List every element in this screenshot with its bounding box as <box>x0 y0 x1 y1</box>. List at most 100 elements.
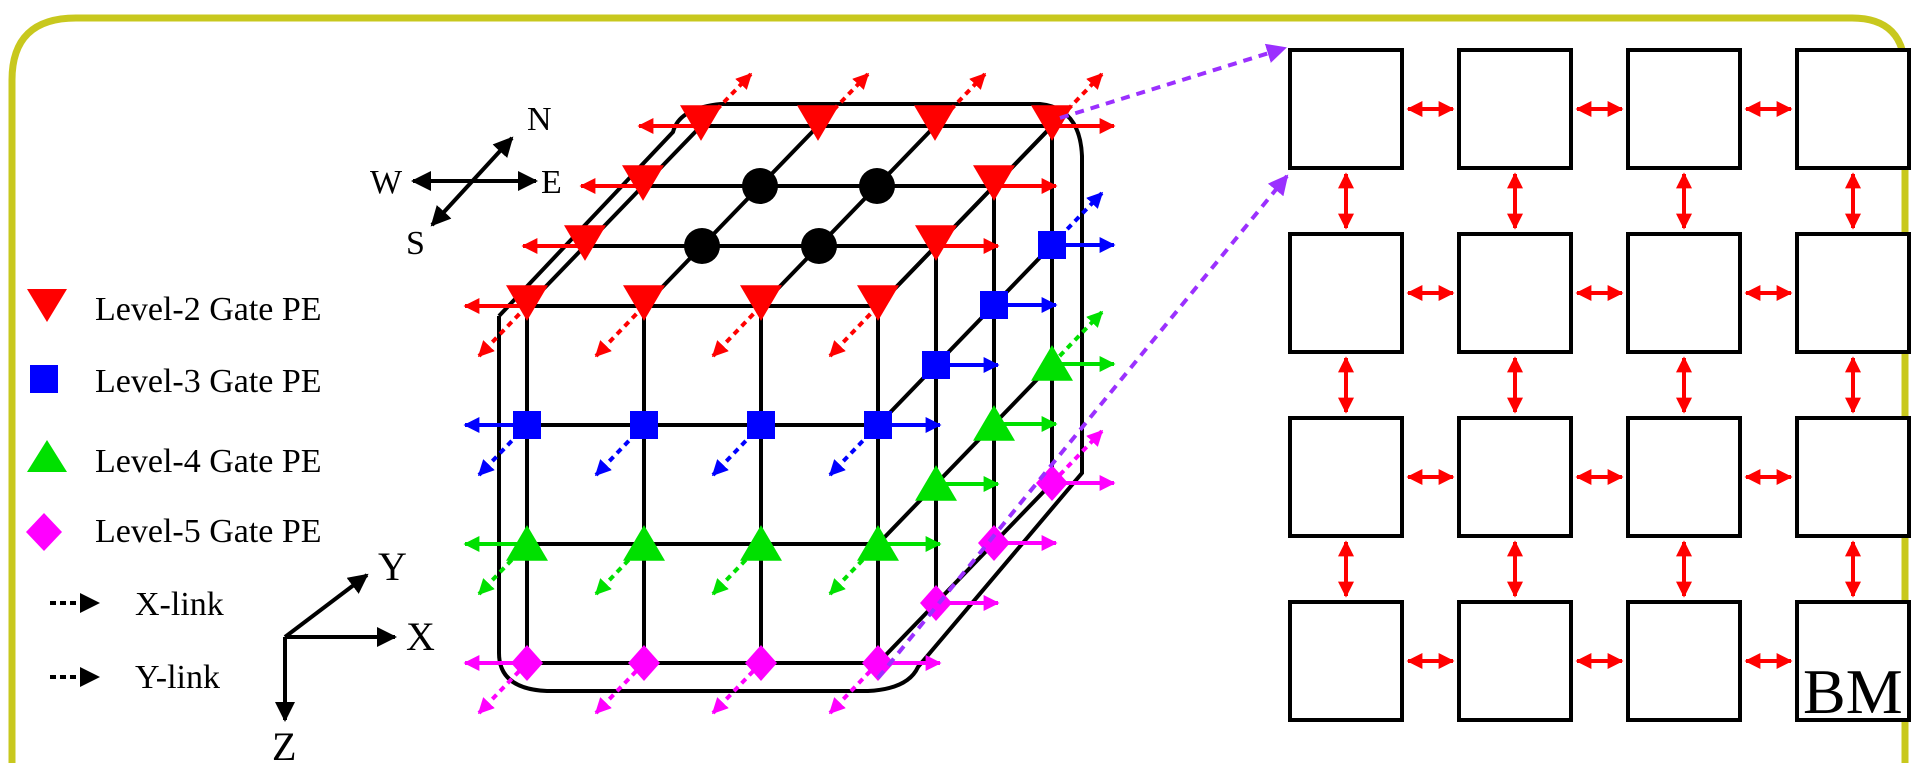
2d-mesh-network <box>1288 48 1911 722</box>
red-down-triangle-icon <box>27 289 67 322</box>
level3-front-y-link-arrow <box>828 423 880 477</box>
level2-gate-icon <box>797 105 839 141</box>
legend-item-level3: Level-3 Gate PE <box>30 363 322 400</box>
level2-gate-icon <box>622 165 664 201</box>
level2-north-y-link-arrow <box>699 72 753 128</box>
level2-gate-icon <box>973 165 1015 201</box>
level2-gate-icon <box>564 225 606 261</box>
legend-level4-label: Level-4 Gate PE <box>95 443 322 480</box>
mesh-node <box>1795 416 1911 538</box>
level2-gate-icon <box>857 285 899 321</box>
cube-top-column-line <box>759 124 937 308</box>
mesh-node <box>1795 232 1911 354</box>
mesh-node <box>1288 416 1404 538</box>
level2-front-y-link-arrow <box>711 304 763 358</box>
level4-front-y-link-arrow <box>711 542 763 596</box>
y-axis-arrow <box>283 573 369 639</box>
xyz-axes <box>275 573 397 722</box>
level5-front-y-link-arrow <box>594 661 646 715</box>
interior-node-icon <box>742 168 778 204</box>
3d-cube-network <box>463 72 1116 715</box>
level2-north-y-link-arrow <box>933 72 987 128</box>
level2-gate-icon <box>915 225 957 261</box>
mesh-node <box>1457 416 1573 538</box>
callout-arrow-bottom <box>876 174 1289 680</box>
mesh-node <box>1457 48 1573 170</box>
mesh-links <box>1338 101 1861 669</box>
callout-arrow-top <box>1059 43 1287 120</box>
level4-front-y-link-arrow <box>477 542 529 596</box>
level4-gate-icon <box>623 525 665 561</box>
cube-right-row-line <box>876 362 1054 546</box>
level2-front-y-link-arrow <box>828 304 880 358</box>
mesh-nodes <box>1288 48 1911 722</box>
legend: Level-2 Gate PE Level-3 Gate PE Level-4 … <box>26 289 322 696</box>
level2-gate-icon <box>740 285 782 321</box>
magenta-diamond-icon <box>26 513 62 551</box>
level5-front-y-link-arrow <box>477 661 529 715</box>
level2-gate-icon <box>1031 105 1073 141</box>
compass-ns-arrow <box>430 136 514 227</box>
frame-border <box>8 14 1909 763</box>
legend-ylink-label: Y-link <box>135 659 220 696</box>
mesh-node <box>1457 232 1573 354</box>
mesh-node <box>1288 48 1404 170</box>
legend-item-level2: Level-2 Gate PE <box>27 289 322 328</box>
mesh-node <box>1795 48 1911 170</box>
blue-square-icon <box>30 365 58 393</box>
interior-node-icon <box>859 168 895 204</box>
level2-north-y-link-arrow <box>816 72 870 128</box>
compass-west-label: W <box>370 164 403 201</box>
mesh-node <box>1626 232 1742 354</box>
level2-front-y-link-arrow <box>594 304 646 358</box>
y-axis-label: Y <box>378 544 407 589</box>
cube-right-row-line <box>876 243 1054 427</box>
zoom-callout <box>876 43 1289 680</box>
compass-north-label: N <box>527 101 552 138</box>
compass-south-label: S <box>406 225 425 262</box>
level2-front-y-link-arrow <box>477 304 529 358</box>
legend-xlink-label: X-link <box>135 586 224 623</box>
legend-level3-label: Level-3 Gate PE <box>95 363 322 400</box>
mesh-node <box>1626 600 1742 722</box>
level2-gate-icon <box>914 105 956 141</box>
level3-front-y-link-arrow <box>594 423 646 477</box>
level2-gate-icon <box>623 285 665 321</box>
legend-item-level5: Level-5 Gate PE <box>26 513 322 551</box>
legend-item-level4: Level-4 Gate PE <box>27 440 322 480</box>
level2-gate-icon <box>680 105 722 141</box>
green-up-triangle-icon <box>27 440 67 472</box>
level3-front-y-link-arrow <box>711 423 763 477</box>
x-axis-label: X <box>406 614 435 659</box>
legend-item-xlink: X-link <box>50 586 224 623</box>
level3-north-y-link-arrow <box>1050 191 1104 247</box>
bm-node <box>1795 600 1911 722</box>
mesh-node <box>1626 48 1742 170</box>
bm-label: BM <box>1803 656 1903 727</box>
legend-level2-label: Level-2 Gate PE <box>95 291 322 328</box>
compass <box>411 136 538 227</box>
level2-gate-icon <box>506 285 548 321</box>
mesh-node <box>1288 232 1404 354</box>
level4-gate-icon <box>740 525 782 561</box>
level5-front-y-link-arrow <box>711 661 763 715</box>
level5-front-y-link-arrow <box>828 661 880 715</box>
mesh-node <box>1626 416 1742 538</box>
mesh-node <box>1288 600 1404 722</box>
legend-level5-label: Level-5 Gate PE <box>95 513 322 550</box>
cube-top-column-line <box>525 124 703 308</box>
level3-front-y-link-arrow <box>477 423 529 477</box>
interior-node-icon <box>684 228 720 264</box>
level4-front-y-link-arrow <box>594 542 646 596</box>
legend-item-ylink: Y-link <box>50 659 220 696</box>
level4-front-y-link-arrow <box>828 542 880 596</box>
mesh-node <box>1457 600 1573 722</box>
cube-link-arrows <box>463 72 1116 715</box>
interior-node-icon <box>801 228 837 264</box>
level4-north-y-link-arrow <box>1050 310 1104 366</box>
z-axis-label: Z <box>272 724 296 763</box>
cube-top-column-line <box>642 124 820 308</box>
cube-right-row-line <box>876 124 1054 308</box>
